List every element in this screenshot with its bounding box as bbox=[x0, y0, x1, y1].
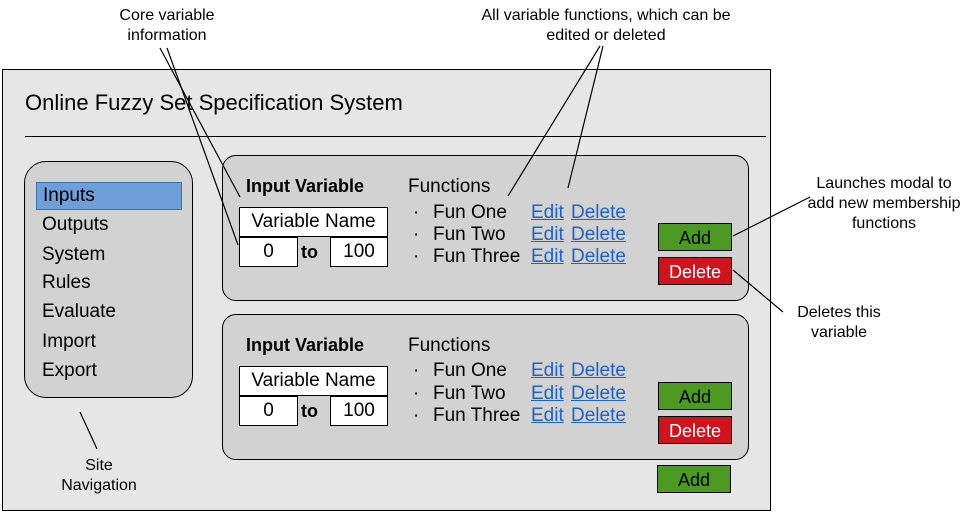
input-variable-card: Input Variable Variable Name 0 to 100 Fu… bbox=[222, 314, 749, 460]
range-min-input[interactable]: 0 bbox=[239, 237, 298, 267]
edit-function-link[interactable]: Edit bbox=[531, 405, 564, 426]
functions-heading: Functions bbox=[408, 335, 491, 356]
delete-function-link[interactable]: Delete bbox=[571, 246, 626, 267]
bullet: · bbox=[413, 360, 420, 381]
annotation-line: add new membership bbox=[807, 195, 961, 212]
site-navigation: Inputs Outputs System Rules Evaluate Imp… bbox=[24, 161, 193, 398]
nav-item-evaluate[interactable]: Evaluate bbox=[42, 301, 116, 322]
pointer-line-core-title bbox=[159, 47, 241, 198]
function-name: Fun One bbox=[433, 202, 507, 223]
edit-function-link[interactable]: Edit bbox=[531, 383, 564, 404]
delete-function-link[interactable]: Delete bbox=[571, 383, 626, 404]
page-title: Online Fuzzy Set Specification System bbox=[25, 90, 403, 115]
annotation-line: Deletes this bbox=[797, 304, 881, 321]
bullet: · bbox=[413, 224, 420, 245]
nav-item-inputs[interactable]: Inputs bbox=[36, 182, 182, 210]
function-name: Fun Two bbox=[433, 383, 506, 404]
annotation-line: variable bbox=[810, 324, 868, 341]
pointer-line-edit-delete bbox=[567, 45, 604, 189]
pointer-line-delete bbox=[732, 269, 784, 313]
annotation-line: Launches modal to bbox=[816, 175, 952, 192]
bullet: · bbox=[413, 246, 420, 267]
variable-name-input[interactable]: Variable Name bbox=[239, 366, 388, 396]
pointer-line-nav bbox=[79, 411, 98, 450]
nav-item-system[interactable]: System bbox=[42, 244, 106, 265]
annotation-core-info: Core variable information bbox=[119, 6, 214, 46]
edit-function-link[interactable]: Edit bbox=[531, 246, 564, 267]
edit-function-link[interactable]: Edit bbox=[531, 224, 564, 245]
bullet: · bbox=[413, 383, 420, 404]
annotation-line: Navigation bbox=[61, 477, 137, 494]
delete-variable-button[interactable]: Delete bbox=[658, 257, 732, 285]
range-max-input[interactable]: 100 bbox=[330, 396, 388, 426]
function-name: Fun Three bbox=[433, 405, 521, 426]
nav-item-export[interactable]: Export bbox=[42, 360, 97, 381]
nav-item-rules[interactable]: Rules bbox=[42, 272, 91, 293]
function-name: Fun Two bbox=[433, 224, 506, 245]
pointer-line-core-fields bbox=[166, 47, 239, 246]
nav-item-import[interactable]: Import bbox=[42, 331, 96, 352]
variable-title: Input Variable bbox=[246, 335, 365, 355]
range-max-input[interactable]: 100 bbox=[330, 237, 388, 267]
delete-function-link[interactable]: Delete bbox=[571, 360, 626, 381]
variable-name-input[interactable]: Variable Name bbox=[239, 207, 388, 237]
annotation-site-nav: Site Navigation bbox=[61, 456, 137, 496]
annotation-line: Site bbox=[85, 457, 113, 474]
variable-title: Input Variable bbox=[246, 176, 365, 196]
range-min-input[interactable]: 0 bbox=[239, 396, 298, 426]
bullet: · bbox=[413, 405, 420, 426]
annotation-line: edited or deleted bbox=[546, 27, 666, 44]
pointer-line-add bbox=[732, 196, 811, 237]
range-to-label: to bbox=[301, 242, 318, 262]
range-to-label: to bbox=[301, 401, 318, 421]
annotation-line: All variable functions, which can be bbox=[481, 7, 731, 24]
annotation-line: functions bbox=[851, 215, 917, 232]
input-variable-card: Input Variable Variable Name 0 to 100 Fu… bbox=[222, 155, 749, 301]
annotation-all-functions: All variable functions, which can be edi… bbox=[481, 6, 730, 46]
annotation-line: Core variable bbox=[119, 7, 215, 24]
nav-item-outputs[interactable]: Outputs bbox=[42, 214, 109, 235]
functions-heading: Functions bbox=[408, 176, 491, 197]
add-function-button[interactable]: Add bbox=[658, 223, 732, 251]
delete-function-link[interactable]: Delete bbox=[571, 405, 626, 426]
delete-function-link[interactable]: Delete bbox=[571, 224, 626, 245]
add-function-button[interactable]: Add bbox=[658, 382, 732, 410]
add-variable-button[interactable]: Add bbox=[657, 465, 731, 493]
function-name: Fun One bbox=[433, 360, 507, 381]
delete-variable-button[interactable]: Delete bbox=[658, 416, 732, 444]
annotation-line: information bbox=[127, 27, 207, 44]
delete-function-link[interactable]: Delete bbox=[571, 202, 626, 223]
edit-function-link[interactable]: Edit bbox=[531, 202, 564, 223]
header-divider bbox=[25, 136, 766, 137]
edit-function-link[interactable]: Edit bbox=[531, 360, 564, 381]
bullet: · bbox=[413, 202, 420, 223]
annotation-deletes-variable: Deletes this variable bbox=[797, 303, 881, 343]
pointer-line-functions bbox=[507, 45, 601, 197]
app-window: Online Fuzzy Set Specification System In… bbox=[2, 69, 771, 511]
annotation-launch-modal: Launches modal to add new membership fun… bbox=[808, 174, 961, 234]
function-name: Fun Three bbox=[433, 246, 521, 267]
